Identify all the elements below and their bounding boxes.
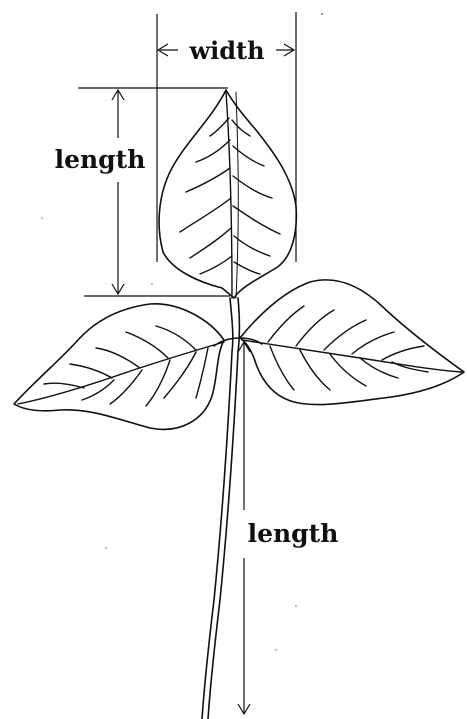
petiole-length-label: length — [248, 519, 339, 548]
width-label: width — [188, 36, 264, 65]
scan-specks — [41, 13, 323, 651]
right-leaflet — [240, 280, 464, 405]
terminal-leaflet — [159, 90, 296, 298]
leaflet-length-label: length — [55, 145, 146, 174]
petiole-stem — [202, 298, 262, 719]
left-leaflet — [14, 304, 224, 430]
